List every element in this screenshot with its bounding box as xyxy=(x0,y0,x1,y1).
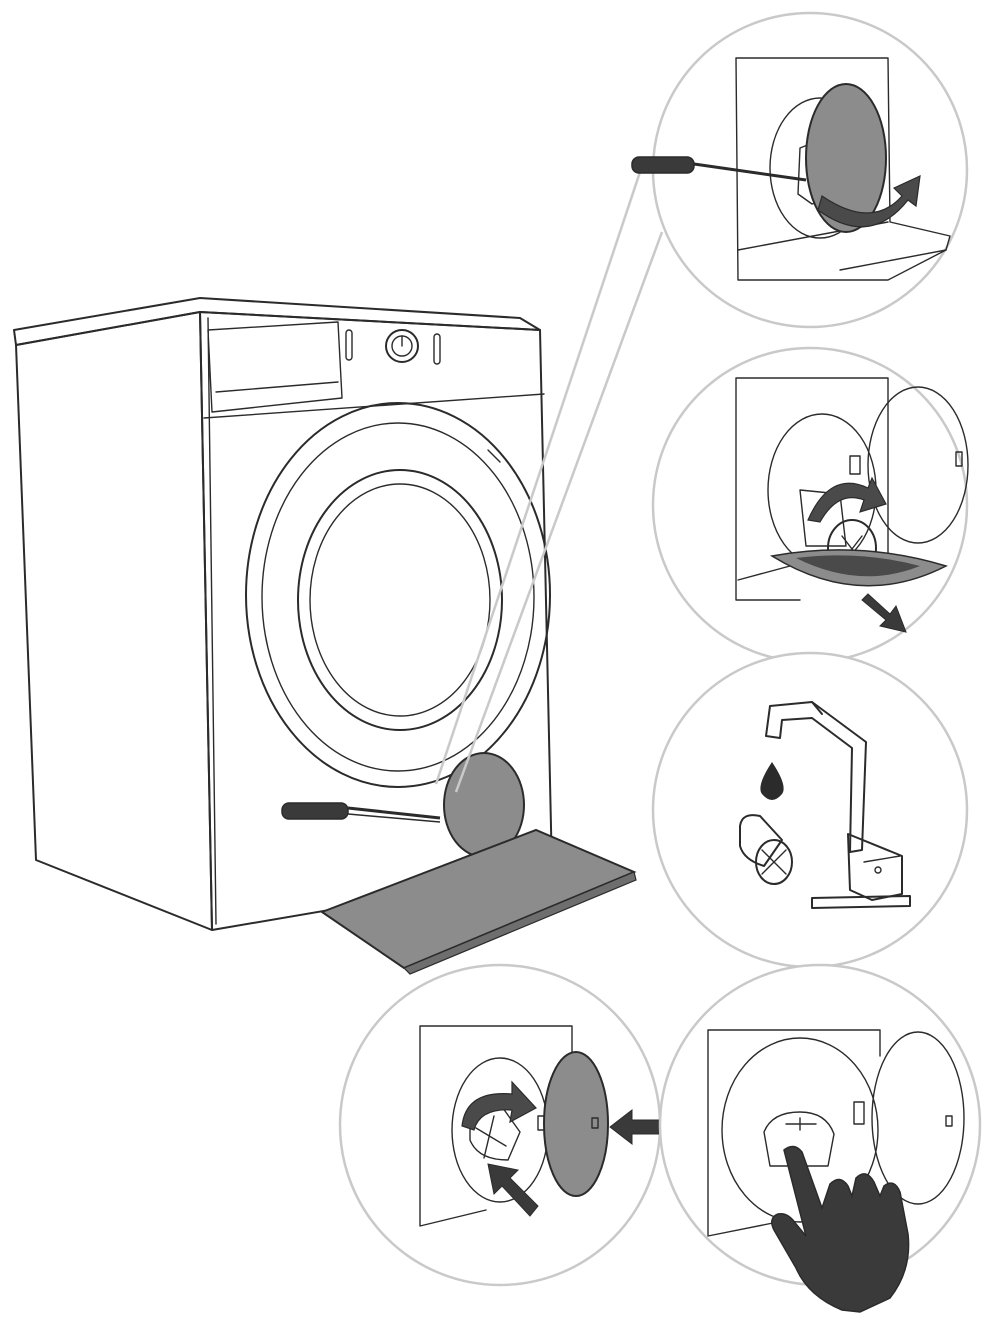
step-5-reinstall-filter xyxy=(338,963,663,1287)
screwdriver-icon xyxy=(631,156,807,182)
hand-icon xyxy=(771,1145,910,1313)
drain-tray xyxy=(319,828,637,975)
step-1-open-cover xyxy=(631,11,969,329)
screwdriver-icon xyxy=(281,802,441,823)
rotate-arrow-icon xyxy=(817,174,921,228)
step-4-clean-housing xyxy=(658,963,982,1313)
filter-cover-disc xyxy=(543,1051,609,1197)
machine-door xyxy=(245,402,551,788)
drain-arrow-icon xyxy=(861,593,907,633)
step-2-unscrew-filter xyxy=(651,346,969,664)
push-arrow-icon xyxy=(609,1108,663,1146)
filter-plug-icon xyxy=(739,814,793,885)
rotate-arrow-icon xyxy=(461,1080,537,1131)
push-arrow-icon xyxy=(487,1163,539,1217)
step-3-rinse-filter xyxy=(651,651,969,969)
washing-machine xyxy=(13,171,664,975)
filter-cover-disc xyxy=(805,83,887,233)
water-drop-icon xyxy=(760,762,784,800)
rotate-arrow-icon xyxy=(807,476,887,523)
faucet-icon xyxy=(765,701,911,909)
